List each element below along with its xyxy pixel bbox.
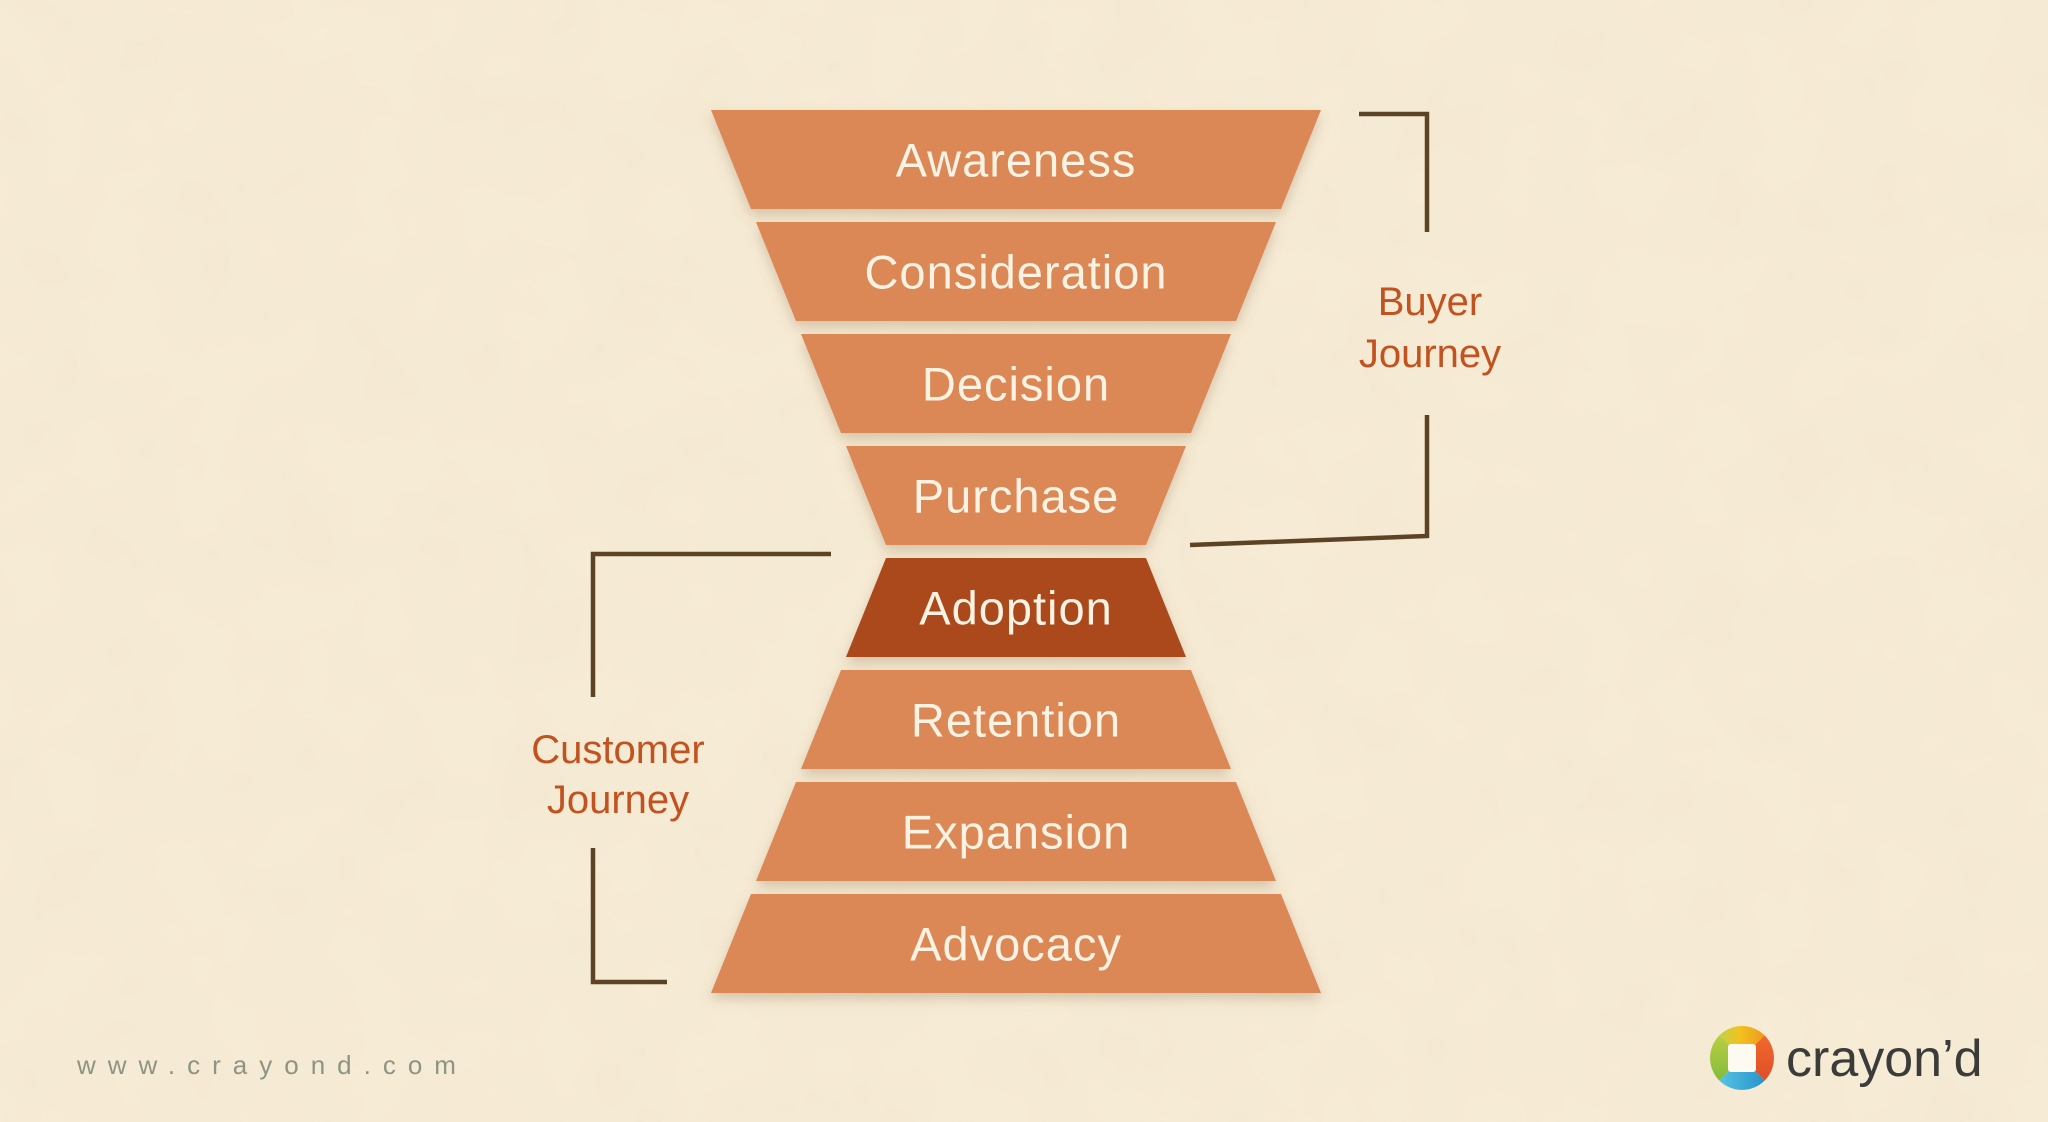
funnel-label-retention: Retention	[911, 694, 1121, 747]
crayond-logo: crayon’d	[1710, 1026, 1983, 1090]
logo-slice-top-yellow	[1719, 1026, 1765, 1058]
buyer-journey-bracket-top	[1359, 111, 1430, 232]
customer-journey-bracket-bottom	[590, 848, 667, 985]
crayond-logo-mark	[1710, 1026, 1774, 1090]
buyer-journey-annotation	[1189, 111, 1430, 548]
funnel-label-advocacy: Advocacy	[910, 918, 1122, 971]
logo-slice-left-green	[1710, 1035, 1742, 1081]
buyer-journey-label-line1: Buyer	[1378, 280, 1483, 324]
logo-center-square	[1728, 1044, 1756, 1072]
customer-journey-annotation	[590, 551, 831, 985]
buyer-journey-label-line2: Journey	[1359, 332, 1501, 376]
funnel-segment-awareness	[711, 110, 1321, 209]
funnel-label-expansion: Expansion	[902, 806, 1131, 859]
funnel-segment-expansion	[756, 782, 1276, 881]
footer-website-url: www.crayond.com	[76, 1050, 468, 1080]
funnel-label-decision: Decision	[922, 358, 1110, 411]
funnel-label-purchase: Purchase	[913, 470, 1120, 523]
funnel-segment-decision	[801, 334, 1231, 433]
funnel-segment-adoption	[846, 558, 1186, 657]
funnel-segment-purchase	[846, 446, 1186, 545]
customer-journey-label-line1: Customer	[531, 728, 704, 772]
logo-wordmark: crayon’d	[1786, 1030, 1983, 1088]
funnel-segment-consideration	[756, 222, 1276, 321]
funnel-segment-retention	[801, 670, 1231, 769]
funnel-label-awareness: Awareness	[896, 134, 1137, 187]
funnel-label-adoption: Adoption	[919, 582, 1113, 635]
customer-journey-label-line2: Journey	[547, 778, 689, 822]
buyer-journey-bracket-bottom	[1189, 415, 1430, 548]
funnel-segment-advocacy	[711, 894, 1321, 993]
funnel-label-consideration: Consideration	[864, 246, 1167, 299]
funnel-diagram: Awareness Consideration Decision Purchas…	[711, 110, 1321, 993]
customer-journey-bracket-top	[590, 551, 831, 697]
logo-slice-right-orange	[1742, 1035, 1774, 1081]
logo-slice-bottom-blue	[1719, 1058, 1765, 1090]
